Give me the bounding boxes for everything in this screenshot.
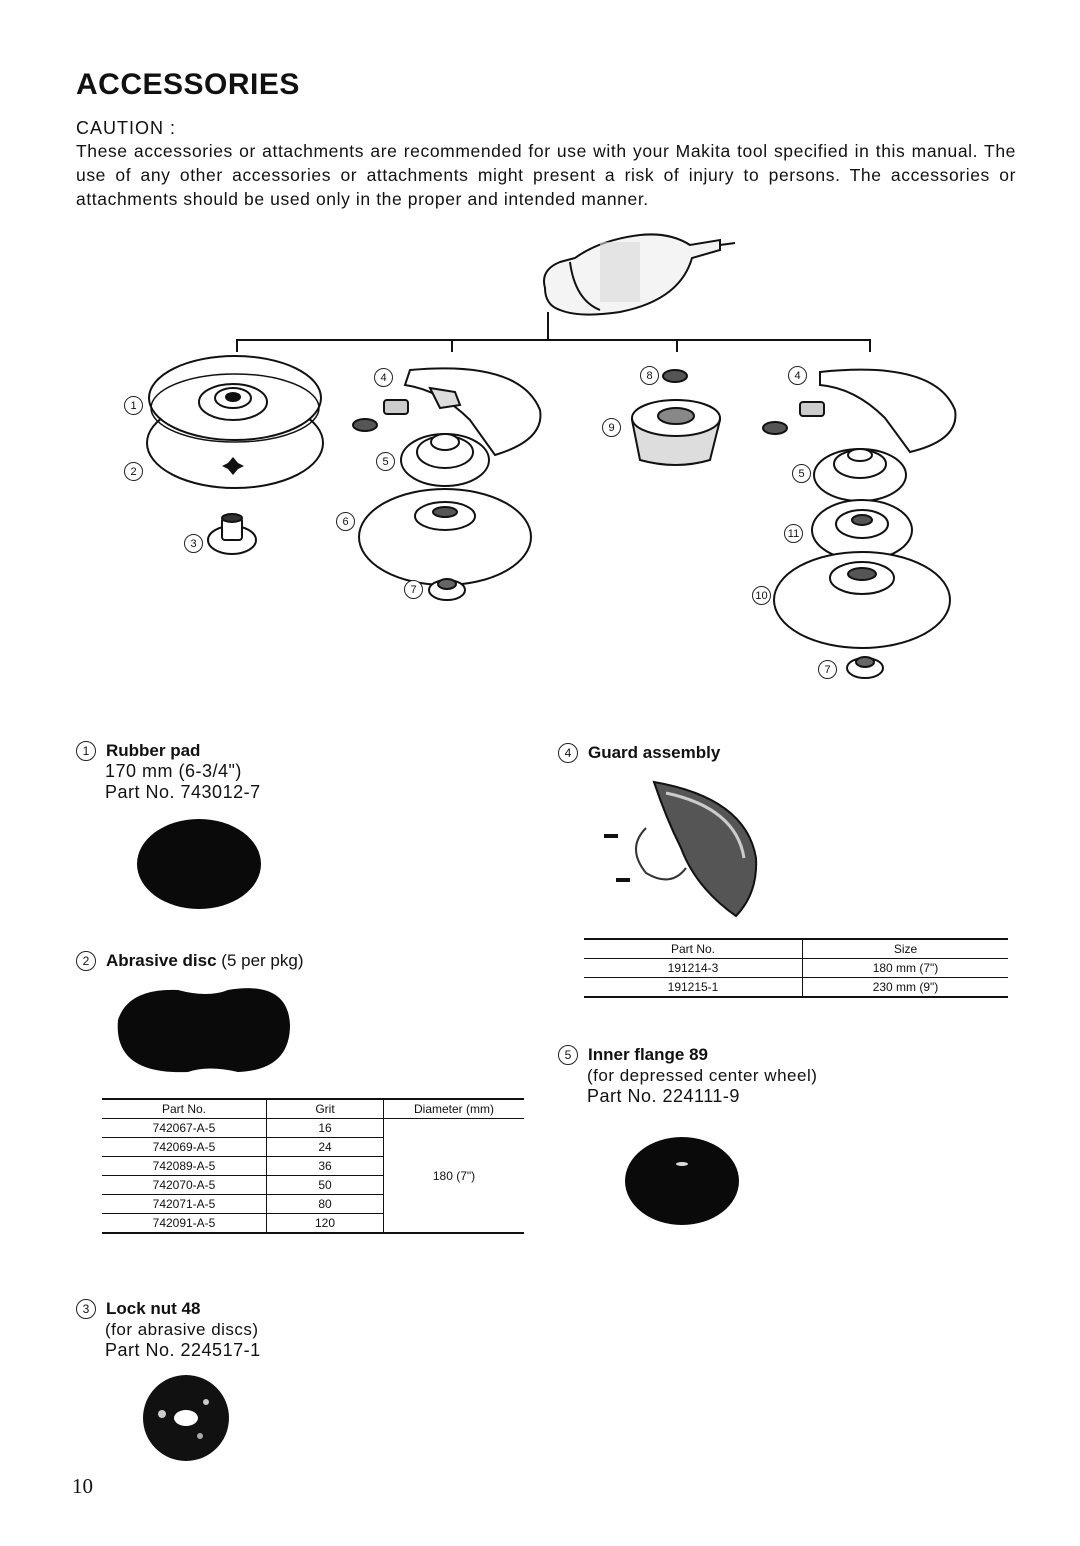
guard-assembly-photo xyxy=(604,780,758,918)
guard-large-drawing xyxy=(819,368,957,454)
cell-size: 180 mm (7") xyxy=(802,958,1008,978)
item-number: 2 xyxy=(76,950,96,971)
abrasive-disc-table: Part No. Grit Diameter (mm) 742067-A-5 1… xyxy=(102,1098,524,1234)
cell-part: 742070-A-5 xyxy=(102,1175,267,1195)
caution-label: CAUTION : xyxy=(76,118,177,138)
cell-part: 742091-A-5 xyxy=(102,1213,267,1234)
inner-flange-photo xyxy=(625,1137,739,1225)
callout-4: 4 xyxy=(374,368,393,387)
grinder-illustration xyxy=(543,233,736,340)
cell-part: 742071-A-5 xyxy=(102,1194,267,1214)
page-title: ACCESSORIES xyxy=(76,68,300,101)
table-row: 742067-A-5 16 180 (7") xyxy=(102,1118,524,1234)
item-name: Inner flange 89 xyxy=(588,1045,708,1064)
star-hole-icon xyxy=(222,457,244,475)
callout-1: 1 xyxy=(124,396,143,415)
page-number: 10 xyxy=(72,1474,93,1498)
cell-diameter: 180 (7") xyxy=(383,1118,524,1234)
cell-part: 191215-1 xyxy=(584,977,803,998)
callout-8: 8 xyxy=(640,366,659,385)
header-diameter: Diameter (mm) xyxy=(383,1098,524,1119)
washer-drawing xyxy=(662,369,688,383)
guard-table: Part No. Size 191214-3 180 mm (7") 19121… xyxy=(584,938,1008,998)
callout-5b: 5 xyxy=(792,464,811,483)
caution-text: These accessories or attachments are rec… xyxy=(76,141,1016,209)
rubber-pad-item: 1 Rubber pad 170 mm (6-3/4") Part No. 74… xyxy=(76,740,261,803)
callout-4b: 4 xyxy=(788,366,807,385)
table-row: 742091-A-5 120 xyxy=(102,1213,524,1234)
callout-5: 5 xyxy=(376,452,395,471)
item-number: 3 xyxy=(76,1298,96,1319)
cell-grit: 24 xyxy=(266,1137,384,1157)
cell-size: 230 mm (9") xyxy=(802,977,1008,998)
item-note: (for depressed center wheel) xyxy=(587,1066,818,1085)
item-qty: (5 per pkg) xyxy=(221,951,304,970)
callout-11: 11 xyxy=(784,524,803,543)
cell-part: 191214-3 xyxy=(584,958,803,978)
item-number: 5 xyxy=(558,1044,578,1065)
abrasive-disc-item: 2 Abrasive disc (5 per pkg) xyxy=(76,950,304,971)
table-row: 742069-A-5 24 xyxy=(102,1137,524,1157)
cell-grit: 16 xyxy=(266,1118,384,1138)
cell-part: 742089-A-5 xyxy=(102,1156,267,1176)
item-size: 170 mm (6-3/4") xyxy=(105,761,242,781)
item-part: Part No. 224517-1 xyxy=(105,1340,261,1360)
item-name: Abrasive disc xyxy=(106,951,217,970)
item-number: 4 xyxy=(558,742,578,763)
table-row: 742071-A-5 80 xyxy=(102,1194,524,1214)
guard-assembly-item: 4 Guard assembly xyxy=(558,742,720,763)
accessories-diagram xyxy=(146,233,957,679)
connector-lines xyxy=(236,339,871,352)
callout-10: 10 xyxy=(752,586,771,605)
inner-flange-item: 5 Inner flange 89 (for depressed center … xyxy=(558,1044,817,1107)
callout-9: 9 xyxy=(602,418,621,437)
cell-grit: 36 xyxy=(266,1156,384,1176)
callout-7b: 7 xyxy=(818,660,837,679)
callout-3: 3 xyxy=(184,534,203,553)
callout-2: 2 xyxy=(124,462,143,481)
item-name: Lock nut 48 xyxy=(106,1299,201,1318)
lock-nut-photo xyxy=(143,1375,229,1461)
item-note: (for abrasive discs) xyxy=(105,1320,259,1339)
item-part: Part No. 224111-9 xyxy=(587,1086,740,1106)
lock-nut-item: 3 Lock nut 48 (for abrasive discs) Part … xyxy=(76,1298,261,1361)
header-size: Size xyxy=(802,938,1008,959)
table-row: 742070-A-5 50 xyxy=(102,1175,524,1195)
callout-6: 6 xyxy=(336,512,355,531)
cell-part: 742067-A-5 xyxy=(102,1118,267,1138)
cell-grit: 50 xyxy=(266,1175,384,1195)
callout-7: 7 xyxy=(404,580,423,599)
header-grit: Grit xyxy=(266,1098,384,1119)
item-number: 1 xyxy=(76,740,96,761)
table-row: 191214-3 180 mm (7") xyxy=(584,958,1008,978)
abrasive-disc-photo xyxy=(117,988,290,1073)
table-row: 191215-1 230 mm (9") xyxy=(584,977,1008,998)
item-name: Rubber pad xyxy=(106,741,201,760)
rubber-pad-photo xyxy=(137,819,261,909)
table-row: 742089-A-5 36 xyxy=(102,1156,524,1176)
cell-grit: 120 xyxy=(266,1213,384,1234)
item-part: Part No. 743012-7 xyxy=(105,782,261,802)
cell-part: 742069-A-5 xyxy=(102,1137,267,1157)
item-name: Guard assembly xyxy=(588,743,721,762)
header-part-no: Part No. xyxy=(584,938,803,959)
header-part-no: Part No. xyxy=(102,1098,267,1119)
cell-grit: 80 xyxy=(266,1194,384,1214)
